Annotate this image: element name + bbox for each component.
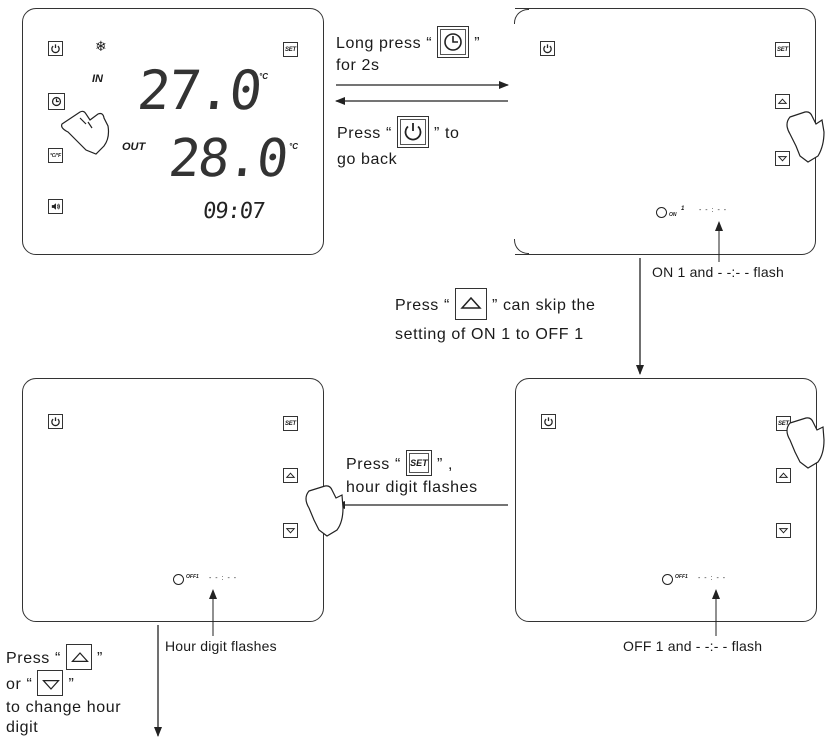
chevron-up-icon	[459, 292, 483, 316]
panel-left-edge	[514, 9, 529, 24]
power-icon	[543, 416, 554, 427]
up-button-illustration	[66, 644, 92, 670]
clock-readout: 09:07	[202, 199, 266, 224]
label-for-2s: for 2s	[336, 56, 380, 76]
set-button[interactable]: SET	[775, 42, 790, 57]
set-button[interactable]: SET	[283, 42, 298, 57]
label-press-up-skip: Press “ ” can skip the	[395, 290, 596, 322]
alarm-clock-icon	[662, 574, 673, 585]
down-button[interactable]	[283, 523, 298, 538]
in-label: IN	[92, 73, 103, 85]
sound-button[interactable]	[48, 199, 63, 214]
power-button[interactable]	[540, 41, 555, 56]
on-tag: ON	[669, 212, 677, 218]
power-button[interactable]	[541, 414, 556, 429]
label-skip-line2: setting of ON 1 to OFF 1	[395, 325, 584, 345]
off-tag: OFF1	[186, 574, 199, 580]
temp-out-readout: 28.0	[166, 129, 290, 189]
down-button[interactable]	[775, 151, 790, 166]
clock-button[interactable]	[48, 93, 65, 110]
power-icon	[542, 43, 553, 54]
chevron-up-icon	[285, 470, 296, 481]
chevron-up-icon	[778, 470, 789, 481]
label-change-line3: to change hour	[6, 698, 121, 718]
alarm-clock-icon	[173, 574, 184, 585]
down-button[interactable]	[776, 523, 791, 538]
power-icon	[401, 120, 425, 144]
panel-left-edge-bottom	[514, 239, 529, 254]
snowflake-icon: ❄	[95, 39, 107, 53]
clock-button-illustration	[437, 26, 469, 58]
power-icon	[50, 416, 61, 427]
note-hour: Hour digit flashes	[165, 636, 277, 656]
unit-in: °C	[259, 72, 268, 81]
set-button[interactable]: SET	[776, 416, 791, 431]
label-hour-flashes: hour digit flashes	[346, 478, 478, 498]
power-button-illustration	[397, 116, 429, 148]
note-on1: ON 1 and - -:- - flash	[652, 262, 784, 282]
time-dashes: - - : - -	[698, 575, 726, 582]
out-label: OUT	[122, 141, 145, 153]
label-press-power: Press “ ” to	[337, 118, 460, 150]
power-icon	[50, 43, 61, 54]
time-dashes: - - : - -	[699, 207, 727, 214]
set-button[interactable]: SET	[283, 416, 298, 431]
up-button[interactable]	[283, 468, 298, 483]
chevron-down-icon	[778, 525, 789, 536]
display-main: ❄ SET IN 27.0 °C OUT 28.0 °C °C/°F 09:07	[22, 8, 324, 255]
label-change-line4: digit	[6, 718, 38, 738]
chevron-down-icon	[285, 525, 296, 536]
note-off1: OFF 1 and - -:- - flash	[623, 636, 762, 656]
chevron-up-icon	[777, 96, 788, 107]
power-button[interactable]	[48, 414, 63, 429]
unit-out: °C	[289, 142, 298, 151]
display-timer-off: SET OFF1 - - : - -	[515, 378, 817, 622]
speaker-icon	[50, 201, 61, 212]
up-button[interactable]	[775, 94, 790, 109]
cf-button[interactable]: °C/°F	[48, 148, 63, 163]
label-change-press: Press “ ”	[6, 646, 103, 672]
chevron-down-icon	[41, 674, 61, 694]
chevron-up-icon	[70, 648, 90, 668]
chevron-down-icon	[777, 153, 788, 164]
off-tag: OFF1	[675, 574, 688, 580]
label-change-or: or “ ”	[6, 672, 74, 698]
display-hour-edit: SET OFF1 - - : - -	[22, 378, 324, 622]
label-press-set: Press “ SET ” ,	[346, 452, 453, 478]
power-button[interactable]	[48, 41, 63, 56]
clock-icon	[51, 96, 62, 107]
on-number: 1	[681, 206, 684, 212]
up-button[interactable]	[776, 468, 791, 483]
clock-icon	[441, 30, 465, 54]
set-button-illustration: SET	[406, 450, 432, 476]
up-button-illustration	[455, 288, 487, 320]
display-timer-on: SET ON 1 - - : - -	[515, 8, 816, 255]
down-button-illustration	[37, 670, 63, 696]
temp-in-readout: 27.0	[135, 59, 264, 122]
alarm-clock-icon	[656, 207, 667, 218]
time-dashes: - - : - -	[209, 575, 237, 582]
label-go-back: go back	[337, 150, 397, 170]
